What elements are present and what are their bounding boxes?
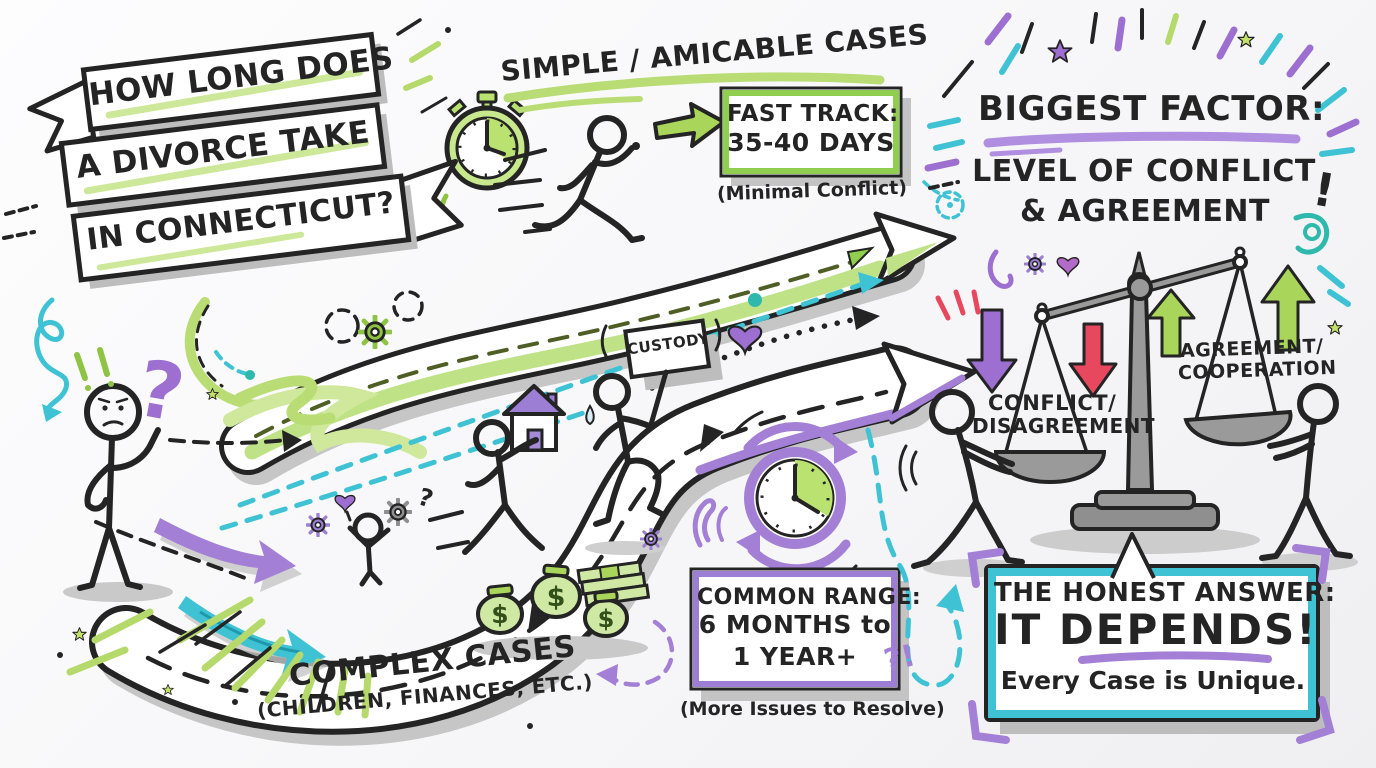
heart-icon (1056, 256, 1080, 276)
green-up-arrow-icon (1146, 288, 1196, 358)
heart-icon (727, 325, 763, 354)
sparkles (396, 18, 451, 114)
gear-icon (640, 528, 662, 550)
common-range-line-2: 6 MONTHS to (698, 610, 892, 639)
small-question-icon: ? (415, 483, 437, 514)
celebrating-person (334, 494, 391, 587)
cyan-loop (865, 427, 964, 688)
gear-icon (306, 513, 330, 537)
green-up-arrow-icon (1260, 264, 1316, 352)
conclusion-line-3: Every Case is Unique. (1000, 666, 1306, 695)
green-burst (57, 596, 533, 729)
common-range-note: (More Issues to Resolve) (680, 698, 945, 720)
factor-line-2: LEVEL OF CONFLICT (972, 154, 1316, 189)
fast-arrow-icon (653, 102, 726, 148)
purple-dashed-curl (596, 619, 675, 687)
green-star-icon (1327, 320, 1343, 335)
conclusion-line-2: IT DEPENDS! (994, 605, 1318, 654)
speech-tail (1110, 532, 1156, 579)
conclusion-line-1: THE HONEST ANSWER: (994, 578, 1336, 608)
house-runner (428, 384, 566, 555)
cyan-swirl-icon (34, 297, 70, 415)
factor-line-3: & AGREEMENT (1020, 194, 1270, 229)
title-ribbon (27, 31, 464, 289)
purple-down-arrow-icon (966, 308, 1018, 394)
green-swirl-merge (184, 297, 427, 459)
factor-line-1: BIGGEST FACTOR: (978, 89, 1326, 129)
running-person (493, 115, 645, 243)
question-exclamation-icon: ?! (881, 638, 919, 679)
dollar-icon: $ (547, 582, 566, 613)
exclamation-ticks (74, 347, 110, 381)
common-range-line-3: 1 YEAR+ (732, 642, 858, 671)
balance-scale (993, 246, 1293, 554)
fast-track-line-2: 35-40 DAYS (727, 128, 895, 157)
money-bags: $ $ $ (472, 560, 651, 660)
gear-icon (359, 316, 390, 347)
conflict-label-2: DISAGREEMENT (972, 414, 1156, 438)
purple-underline (983, 131, 1301, 148)
green-underline (503, 72, 885, 103)
sweat-drop-icon (585, 404, 595, 426)
house-icon (502, 384, 566, 416)
question-mark-icon: ? (130, 344, 190, 440)
red-down-arrow-icon (1068, 322, 1118, 398)
right-pan (1183, 409, 1293, 447)
thinking-person (34, 297, 302, 602)
dollar-icon: $ (491, 600, 508, 629)
custody-sign (623, 318, 712, 380)
teal-dot (748, 293, 762, 307)
star-icon (72, 627, 87, 641)
corner-brackets (967, 544, 1335, 744)
right-pushing-person (1259, 383, 1358, 571)
flower-icon (334, 494, 356, 513)
dollar-icon: $ (598, 605, 615, 633)
factor-burst (341, 8, 1360, 335)
conflict-label-1: CONFLICT/ (988, 391, 1117, 415)
left-pan (993, 450, 1107, 484)
custody-person (585, 318, 723, 555)
gear-icon (1024, 253, 1046, 275)
conclusion-box (967, 532, 1335, 744)
purple-arrow (154, 518, 302, 592)
common-range-line-1: COMMON RANGE: (697, 585, 922, 610)
gear-icon (384, 498, 412, 526)
red-ticks (935, 289, 981, 321)
scale-arrows (935, 264, 1316, 398)
green-star-icon (1237, 31, 1255, 48)
purple-star-icon (1047, 39, 1073, 63)
fast-track-line-1: FAST TRACK: (727, 101, 899, 127)
fast-track-box (719, 86, 911, 186)
common-range-box (689, 567, 909, 701)
left-pushing-person (898, 389, 1027, 577)
